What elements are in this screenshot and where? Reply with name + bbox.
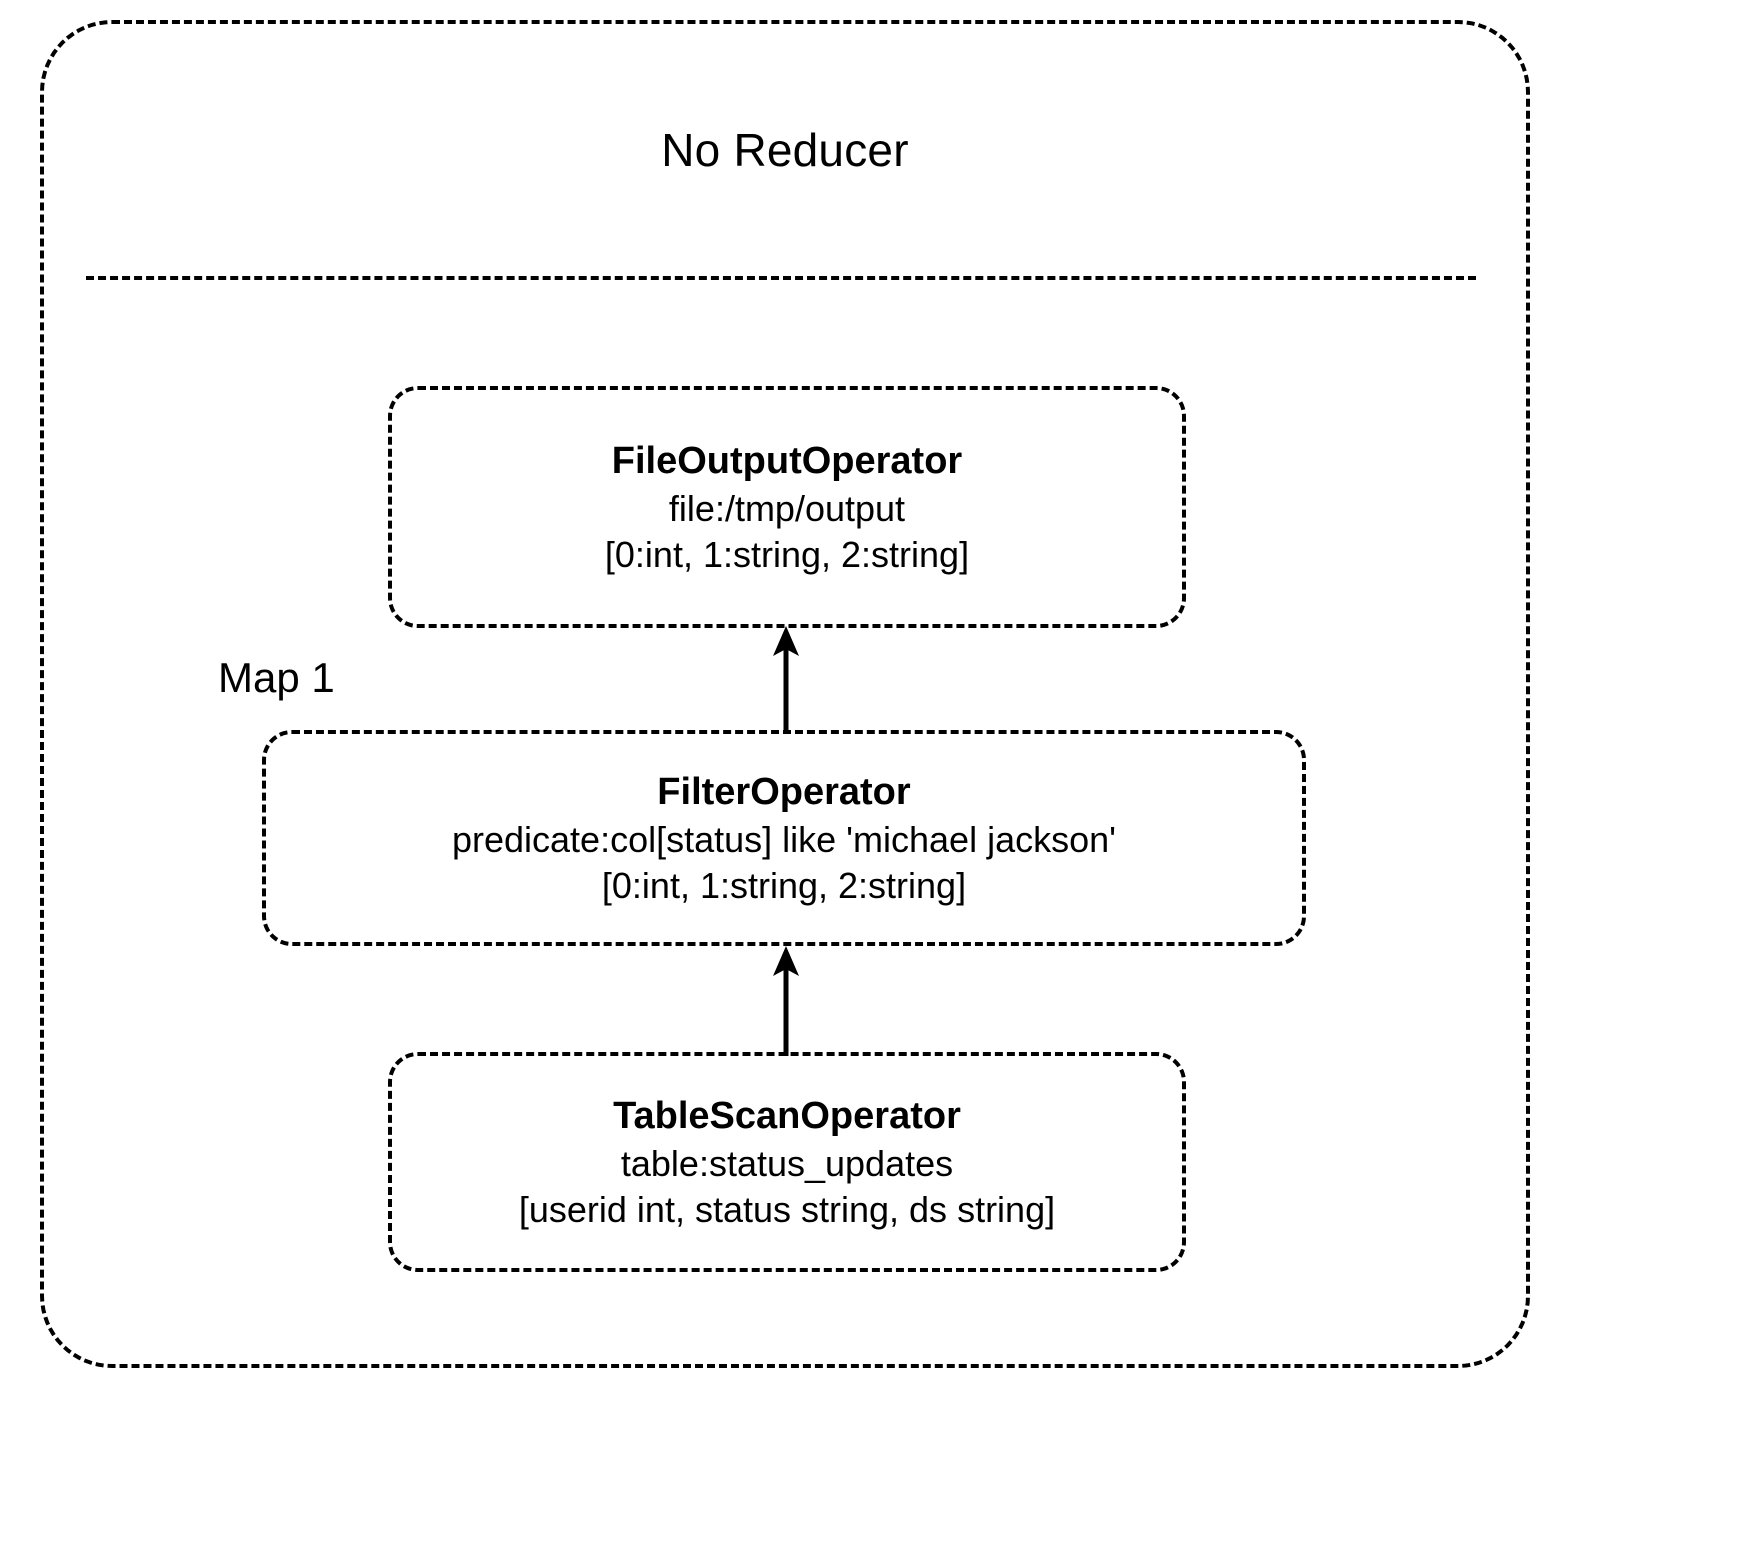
- operator-schema: [0:int, 1:string, 2:string]: [604, 534, 970, 575]
- operator-detail: predicate:col[status] like 'michael jack…: [451, 819, 1117, 860]
- operator-node-table-scan-operator[interactable]: TableScanOperator table:status_updates […: [388, 1052, 1186, 1272]
- operator-node-filter-operator[interactable]: FilterOperator predicate:col[status] lik…: [262, 730, 1306, 946]
- stage-title: No Reducer: [661, 124, 909, 176]
- operator-schema: [userid int, status string, ds string]: [518, 1189, 1056, 1230]
- operator-node-file-output-operator[interactable]: FileOutputOperator file:/tmp/output [0:i…: [388, 386, 1186, 628]
- edge-tablescan-to-filter-arrow-icon: [766, 946, 806, 1056]
- operator-title: FilterOperator: [657, 771, 911, 813]
- operator-detail: table:status_updates: [620, 1143, 954, 1184]
- stage-divider: [86, 276, 1476, 280]
- stage-container-no-reducer: [40, 20, 1530, 1368]
- operator-title: TableScanOperator: [613, 1095, 961, 1137]
- operator-title: FileOutputOperator: [611, 440, 963, 482]
- vertex-label-map-1: Map 1: [218, 654, 335, 701]
- operator-schema: [0:int, 1:string, 2:string]: [601, 865, 967, 906]
- operator-detail: file:/tmp/output: [668, 488, 906, 529]
- edge-filter-to-fileoutput-arrow-icon: [766, 626, 806, 734]
